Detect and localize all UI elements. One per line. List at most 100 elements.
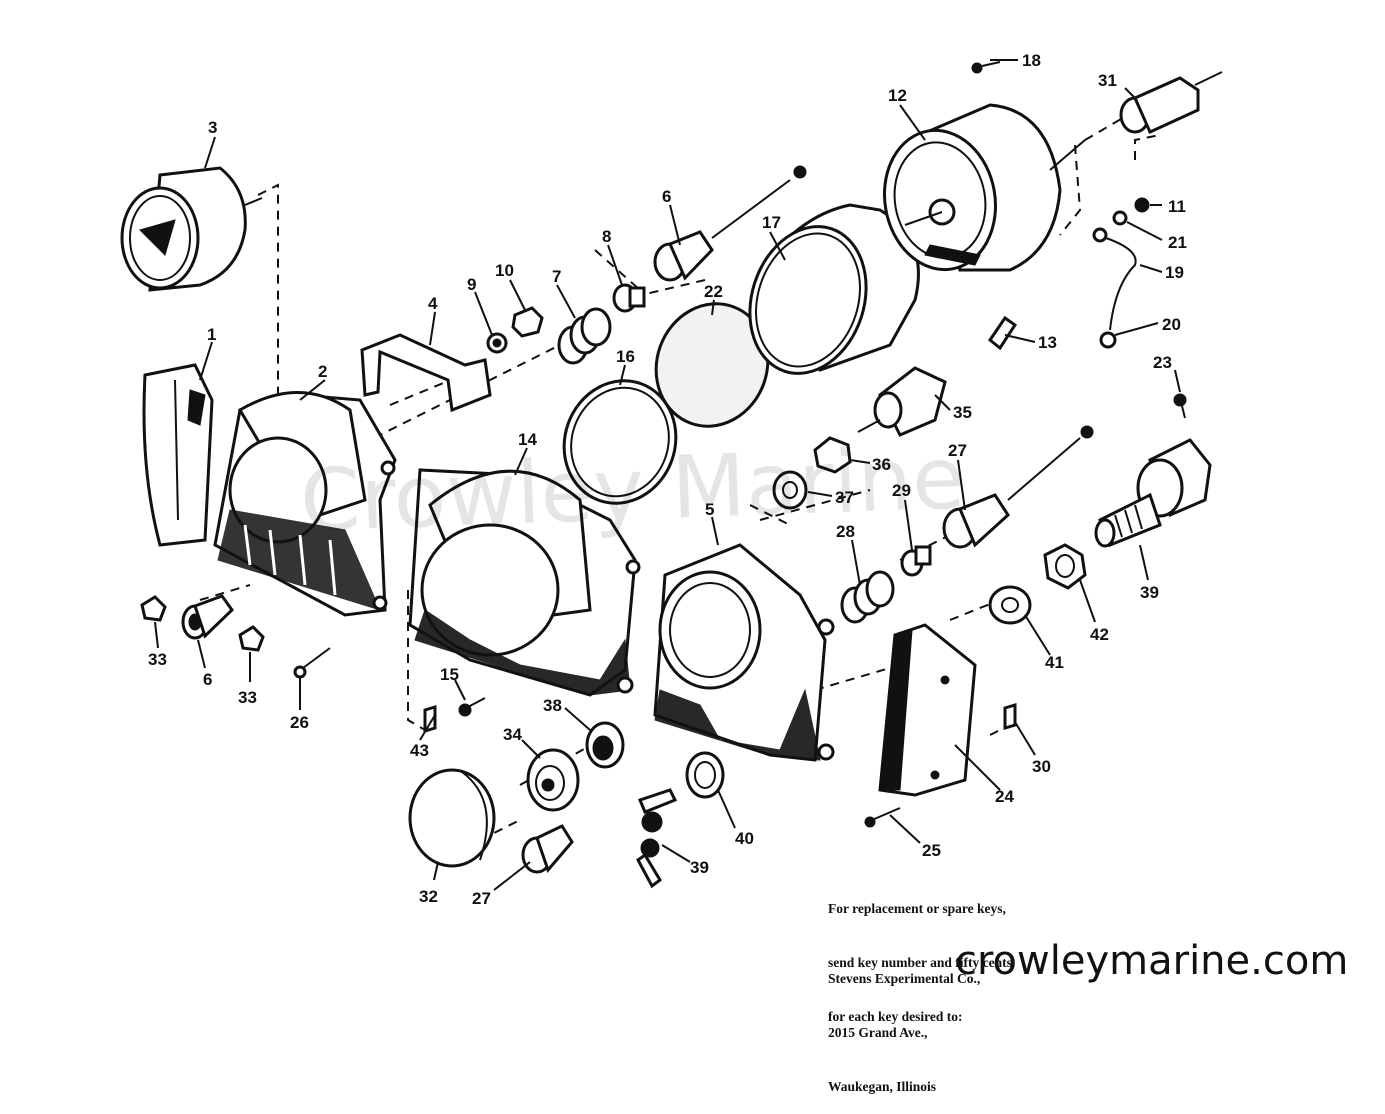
- callout-40: 40: [735, 829, 754, 848]
- address-line-1: Stevens Experimental Co.,: [828, 971, 981, 986]
- part-6-socket-lower: [181, 594, 234, 640]
- callout-17: 17: [762, 213, 781, 232]
- callout-39-right: 39: [1140, 583, 1159, 602]
- part-41-washer: [988, 585, 1032, 625]
- part-38-grommet: [585, 721, 625, 769]
- part-15-screw: [458, 697, 486, 717]
- callout-15: 15: [440, 665, 459, 684]
- part-37-washer: [772, 470, 808, 510]
- callout-32: 32: [419, 887, 438, 906]
- address-line-3: Waukegan, Illinois: [828, 1079, 937, 1094]
- part-8-bulb: [612, 283, 646, 313]
- note-line-2: send key number and fifty cents: [828, 955, 1012, 970]
- part-33-plug-right: [238, 625, 265, 652]
- part-35-switch: [857, 366, 947, 437]
- part-28-spring: [840, 570, 895, 624]
- part-22-lens: [654, 302, 770, 428]
- part-18-screw: [971, 61, 1001, 74]
- callout-30: 30: [1032, 757, 1051, 776]
- part-36-nut: [813, 436, 852, 474]
- callout-1: 1: [207, 325, 216, 344]
- part-20-terminal: [1099, 331, 1117, 349]
- part-11-nut: [1134, 197, 1150, 213]
- callout-35: 35: [953, 403, 972, 422]
- part-40-ring: [685, 751, 725, 799]
- callout-36: 36: [872, 455, 891, 474]
- callout-6-lower: 6: [203, 670, 212, 689]
- callout-19: 19: [1165, 263, 1184, 282]
- callout-29: 29: [892, 481, 911, 500]
- part-9-washer: [486, 332, 508, 354]
- part-32-cap: [408, 768, 496, 868]
- callout-2: 2: [318, 362, 327, 381]
- callout-22: 22: [704, 282, 723, 301]
- callout-42: 42: [1090, 625, 1109, 644]
- callout-25: 25: [922, 841, 941, 860]
- callout-14: 14: [518, 430, 537, 449]
- callout-10: 10: [495, 261, 514, 280]
- callout-23: 23: [1153, 353, 1172, 372]
- callout-33-left: 33: [148, 650, 167, 669]
- callout-33-right: 33: [238, 688, 257, 707]
- part-29-bulb: [900, 545, 932, 577]
- callout-12: 12: [888, 86, 907, 105]
- part-27-socket-lower: [521, 824, 574, 874]
- callout-38: 38: [543, 696, 562, 715]
- part-43-clip: [423, 704, 437, 734]
- part-39-keys: [636, 788, 678, 889]
- callout-labels: 1 2 3 4 5 6 6 7 8 9 10 11 12 13 14 15 16…: [148, 51, 1187, 908]
- callout-28: 28: [836, 522, 855, 541]
- address-line-2: 2015 Grand Ave.,: [828, 1025, 928, 1040]
- note-line-1: For replacement or spare keys,: [828, 901, 1006, 916]
- part-13-lamp-lead: [987, 315, 1018, 351]
- part-4-bracket: [360, 333, 492, 413]
- part-30-clip: [1003, 702, 1017, 731]
- callout-5: 5: [705, 500, 714, 519]
- callout-27-upper: 27: [948, 441, 967, 460]
- part-5-right-housing: [653, 543, 835, 762]
- callout-31: 31: [1098, 71, 1117, 90]
- exploded-parts-diagram: 1 2 3 4 5 6 6 7 8 9 10 11 12 13 14 15 16…: [120, 51, 1223, 908]
- callout-9: 9: [467, 275, 476, 294]
- part-25-screw: [864, 807, 901, 828]
- part-14-center-housing: [408, 468, 641, 697]
- callout-41: 41: [1045, 653, 1064, 672]
- part-2-left-housing: [213, 391, 397, 617]
- callout-4: 4: [428, 294, 438, 313]
- callout-8: 8: [602, 227, 611, 246]
- callout-16: 16: [616, 347, 635, 366]
- part-10-nut: [511, 306, 544, 338]
- callout-37: 37: [835, 488, 854, 507]
- part-16-ring: [562, 379, 678, 505]
- part-31-switch: [1119, 71, 1223, 134]
- callout-39-keys: 39: [690, 858, 709, 877]
- part-7-spring: [557, 307, 612, 365]
- callout-43: 43: [410, 741, 429, 760]
- part-19-wire: [1092, 227, 1137, 331]
- leader-lines: [154, 59, 1181, 891]
- callout-18: 18: [1022, 51, 1041, 70]
- part-23-screw: [1173, 393, 1187, 419]
- callout-7: 7: [552, 267, 561, 286]
- part-34-bushing: [526, 748, 580, 812]
- part-42-nut: [1043, 543, 1087, 590]
- callout-13: 13: [1038, 333, 1057, 352]
- callout-6: 6: [662, 187, 671, 206]
- part-33-plug-left: [140, 595, 167, 622]
- part-3-gauge: [120, 166, 263, 292]
- callout-34: 34: [503, 725, 522, 744]
- callout-26: 26: [290, 713, 309, 732]
- part-26-screw: [293, 647, 331, 679]
- callout-11: 11: [1168, 197, 1186, 216]
- callout-3: 3: [208, 118, 217, 137]
- part-1-side-cover: [142, 363, 214, 547]
- part-24-end-cover: [878, 623, 977, 797]
- part-21-washer: [1112, 210, 1128, 226]
- part-12-tachometer: [882, 103, 1086, 272]
- site-watermark: crowleymarine.com: [955, 938, 1349, 984]
- callout-27-lower: 27: [472, 889, 491, 908]
- callout-21: 21: [1168, 233, 1187, 252]
- callout-20: 20: [1162, 315, 1181, 334]
- part-39-ignition-switch: [1094, 438, 1212, 548]
- callout-24: 24: [995, 787, 1014, 806]
